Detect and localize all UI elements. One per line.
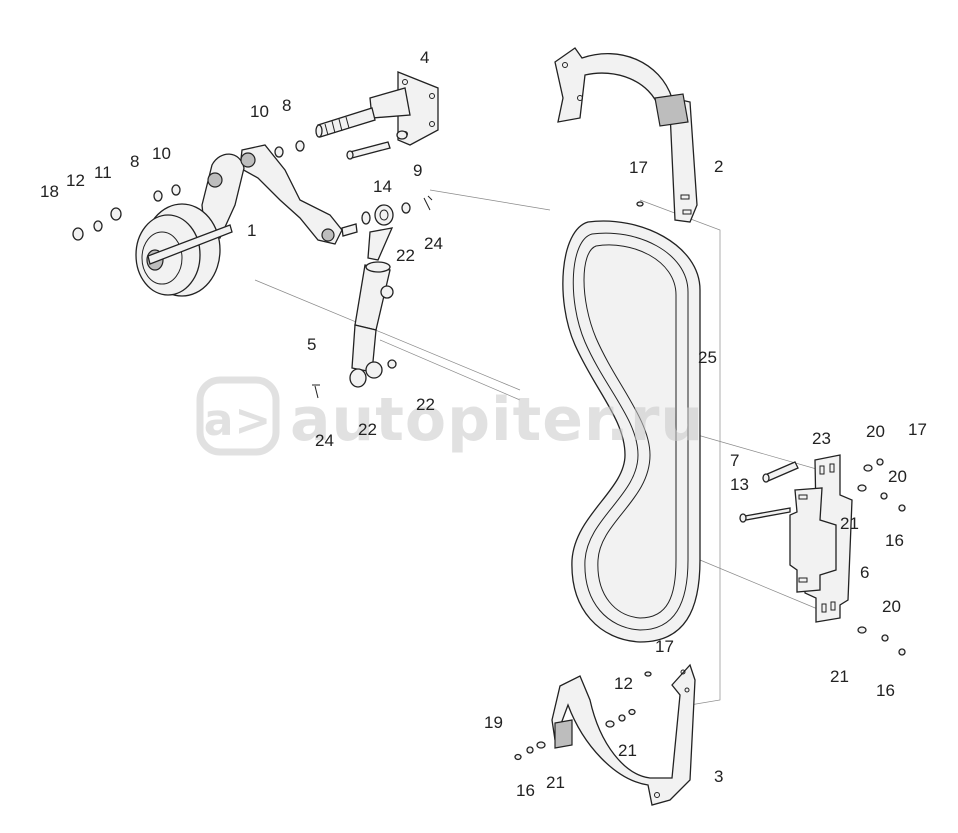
label-22-bottom: 22: [358, 420, 377, 439]
label-23: 23: [812, 429, 831, 448]
label-3: 3: [714, 767, 723, 786]
label-20-mid: 20: [888, 467, 907, 486]
label-16-upper: 16: [885, 531, 904, 550]
pulley-washers: [72, 184, 181, 241]
label-21-lower: 21: [830, 667, 849, 686]
tensioner-arm: [201, 144, 358, 245]
label-16-lower: 16: [876, 681, 895, 700]
label-25: 25: [698, 348, 717, 367]
callout-labels: 1 2 3 4 5 6 7 8 8 9 10 10 11 12 12 13 14…: [40, 48, 927, 800]
label-17-bracket: 17: [908, 420, 927, 439]
label-20-top: 20: [866, 422, 885, 441]
label-9: 9: [413, 161, 422, 180]
label-24-bottom: 24: [315, 431, 334, 450]
upper-belt-guard: [554, 47, 698, 223]
label-7: 7: [730, 451, 739, 470]
lower-guard-fasteners: [514, 708, 636, 761]
watermark-mark: a>: [204, 395, 273, 446]
label-13: 13: [730, 475, 749, 494]
label-8-axle: 8: [282, 96, 291, 115]
bracket-plates: [789, 454, 853, 623]
label-16-guard: 16: [516, 781, 535, 800]
label-2: 2: [714, 157, 723, 176]
tensioner-pulley: [135, 203, 233, 297]
label-12-guard: 12: [614, 674, 633, 693]
label-20-lower: 20: [882, 597, 901, 616]
label-4: 4: [420, 48, 429, 67]
watermark: a> autopiter.ru: [196, 376, 704, 456]
bracket-fasteners: [636, 201, 906, 677]
watermark-text: autopiter.ru: [290, 385, 704, 455]
label-17-upper: 17: [629, 158, 648, 177]
label-10-pulley: 10: [152, 144, 171, 163]
label-17-lower: 17: [655, 637, 674, 656]
label-21-upper: 21: [840, 514, 859, 533]
damper: [349, 202, 411, 388]
label-22-mid: 22: [416, 395, 435, 414]
pin-and-spacer: [346, 130, 408, 160]
label-12-pulley: 12: [66, 171, 85, 190]
label-21-guard-left: 21: [546, 773, 565, 792]
label-11: 11: [94, 163, 112, 182]
lower-belt-guard: [551, 663, 696, 806]
pin-and-bolt: [739, 461, 799, 523]
label-21-guard-right: 21: [618, 741, 637, 760]
label-1: 1: [247, 221, 256, 240]
axle-washers: [274, 140, 305, 158]
drive-belt: [562, 220, 701, 643]
label-10-axle: 10: [250, 102, 269, 121]
cotter-pins: [312, 195, 433, 399]
label-14: 14: [373, 177, 392, 196]
label-18: 18: [40, 182, 59, 201]
tensioner-axle-flange: [315, 71, 439, 146]
label-8-pulley: 8: [130, 152, 139, 171]
label-24-top: 24: [424, 234, 443, 253]
label-5: 5: [307, 335, 316, 354]
label-22-top: 22: [396, 246, 415, 265]
label-19: 19: [484, 713, 503, 732]
label-6: 6: [860, 563, 869, 582]
